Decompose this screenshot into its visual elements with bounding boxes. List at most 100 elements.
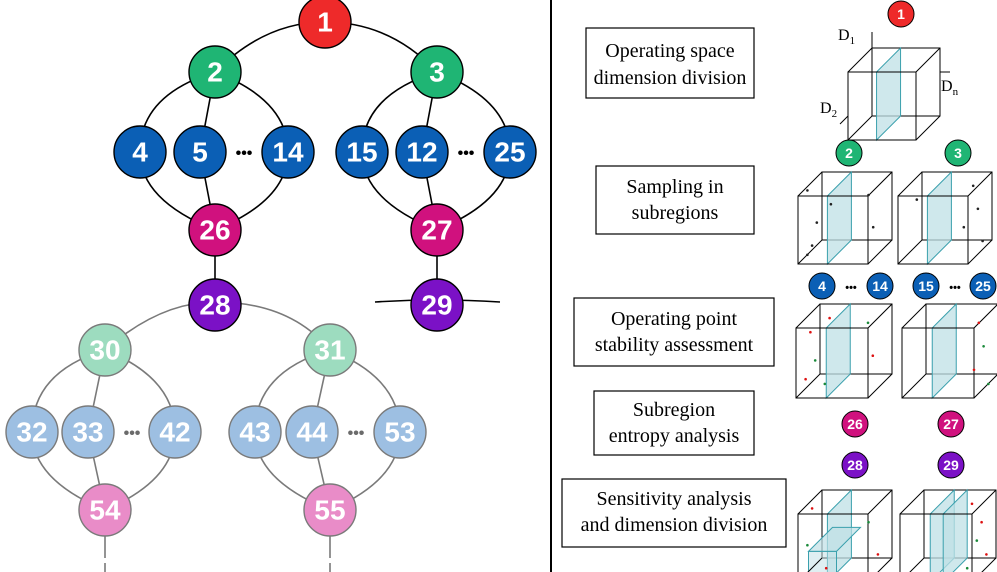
cube-sensitivity-right	[899, 488, 997, 572]
tree-ellipsis: •••	[458, 145, 475, 162]
tree-node-53: 53	[373, 405, 427, 459]
tree-node-55: 55	[303, 483, 357, 537]
badge-ellipsis: •••	[949, 282, 961, 294]
tree-node-29: 29	[410, 278, 464, 332]
svg-text:28: 28	[847, 457, 863, 473]
axis-d2	[839, 115, 849, 125]
cube-sampling-3	[897, 170, 993, 266]
svg-text:5: 5	[192, 137, 208, 168]
svg-text:Operating space: Operating space	[605, 40, 735, 62]
tree-ellipsis: •••	[348, 425, 365, 442]
svg-text:44: 44	[296, 417, 328, 448]
svg-text:4: 4	[132, 137, 148, 168]
badge-ellipsis: •••	[845, 282, 857, 294]
svg-text:26: 26	[199, 215, 230, 246]
svg-text:12: 12	[406, 137, 437, 168]
svg-text:33: 33	[72, 417, 103, 448]
badge-27: 27	[937, 410, 965, 438]
badge-15: 15	[912, 272, 940, 300]
svg-text:27: 27	[421, 215, 452, 246]
tree-node-31: 31	[303, 323, 357, 377]
cube-illustrations	[795, 32, 997, 572]
svg-text:Sensitivity analysis: Sensitivity analysis	[597, 488, 752, 510]
svg-text:3: 3	[954, 145, 962, 161]
svg-text:dimension division: dimension division	[594, 67, 747, 89]
badge-14: 14	[866, 272, 894, 300]
tree-node-42: 42	[148, 405, 202, 459]
tree-node-30: 30	[78, 323, 132, 377]
badge-3: 3	[944, 139, 972, 167]
tree-node-33: 33	[61, 405, 115, 459]
svg-text:29: 29	[943, 457, 959, 473]
svg-text:54: 54	[89, 495, 121, 526]
badge-26: 26	[841, 410, 869, 438]
badge-2: 2	[835, 139, 863, 167]
svg-text:15: 15	[346, 137, 377, 168]
cube-sampling-2	[797, 170, 893, 266]
tree-ellipsis: •••	[236, 145, 253, 162]
step-box-1: Operating space dimension division	[585, 27, 755, 99]
tree-node-43: 43	[228, 405, 282, 459]
tree-node-25: 25	[483, 125, 537, 179]
tree-ellipsis: •••	[124, 425, 141, 442]
svg-text:subregions: subregions	[632, 202, 719, 224]
tree-node-1: 1	[298, 0, 352, 49]
svg-text:14: 14	[872, 278, 888, 294]
svg-text:29: 29	[421, 290, 452, 321]
step-box-2: Sampling in subregions	[595, 165, 755, 235]
badge-4: 4	[808, 272, 836, 300]
svg-text:53: 53	[384, 417, 415, 448]
svg-text:Subregion: Subregion	[633, 399, 715, 421]
cube-sensitivity-left	[797, 488, 893, 572]
svg-text:Sampling in: Sampling in	[626, 176, 723, 198]
cube-operating-space	[847, 46, 941, 142]
svg-text:25: 25	[975, 278, 991, 294]
tree-node-12: 12	[395, 125, 449, 179]
tree-node-4: 4	[113, 125, 167, 179]
svg-text:15: 15	[918, 278, 934, 294]
svg-text:2: 2	[845, 145, 853, 161]
svg-text:42: 42	[159, 417, 190, 448]
svg-text:25: 25	[494, 137, 525, 168]
badge-25: 25	[969, 272, 997, 300]
svg-text:Dn: Dn	[941, 78, 959, 98]
step-box-5: Sensitivity analysis and dimension divis…	[561, 478, 787, 548]
axis-label-dn: Dn	[941, 78, 959, 98]
badge-28: 28	[841, 451, 869, 479]
svg-text:1: 1	[897, 6, 905, 22]
tree-continuation-dashes	[104, 563, 331, 572]
tree-node-3: 3	[410, 45, 464, 99]
svg-text:stability assessment: stability assessment	[595, 334, 754, 356]
svg-text:43: 43	[239, 417, 270, 448]
svg-text:27: 27	[943, 416, 959, 432]
svg-text:D1: D1	[838, 27, 855, 47]
svg-text:4: 4	[818, 278, 826, 294]
svg-text:and dimension division: and dimension division	[581, 514, 768, 536]
svg-text:31: 31	[314, 335, 345, 366]
tree-node-14: 14	[261, 125, 315, 179]
svg-text:1: 1	[317, 7, 333, 38]
tree-node-28: 28	[188, 278, 242, 332]
cube-stability-right	[901, 302, 997, 400]
tree-node-26: 26	[188, 203, 242, 257]
tree-node-27: 27	[410, 203, 464, 257]
svg-text:Operating point: Operating point	[611, 308, 738, 330]
tree-node-15: 15	[335, 125, 389, 179]
svg-text:32: 32	[16, 417, 47, 448]
svg-text:3: 3	[429, 57, 445, 88]
svg-text:55: 55	[314, 495, 345, 526]
step-box-4: Subregion entropy analysis	[593, 390, 755, 456]
tree-node-54: 54	[78, 483, 132, 537]
svg-text:D2: D2	[820, 100, 837, 120]
badge-29: 29	[937, 451, 965, 479]
axis-label-d2: D2	[820, 100, 837, 120]
svg-text:entropy analysis: entropy analysis	[609, 425, 740, 447]
tree-node-5: 5	[173, 125, 227, 179]
axis-label-d1: D1	[838, 27, 855, 47]
tree-node-44: 44	[285, 405, 339, 459]
svg-text:2: 2	[207, 57, 223, 88]
tree-node-2: 2	[188, 45, 242, 99]
cube-stability-left	[795, 302, 893, 400]
svg-text:28: 28	[199, 290, 230, 321]
